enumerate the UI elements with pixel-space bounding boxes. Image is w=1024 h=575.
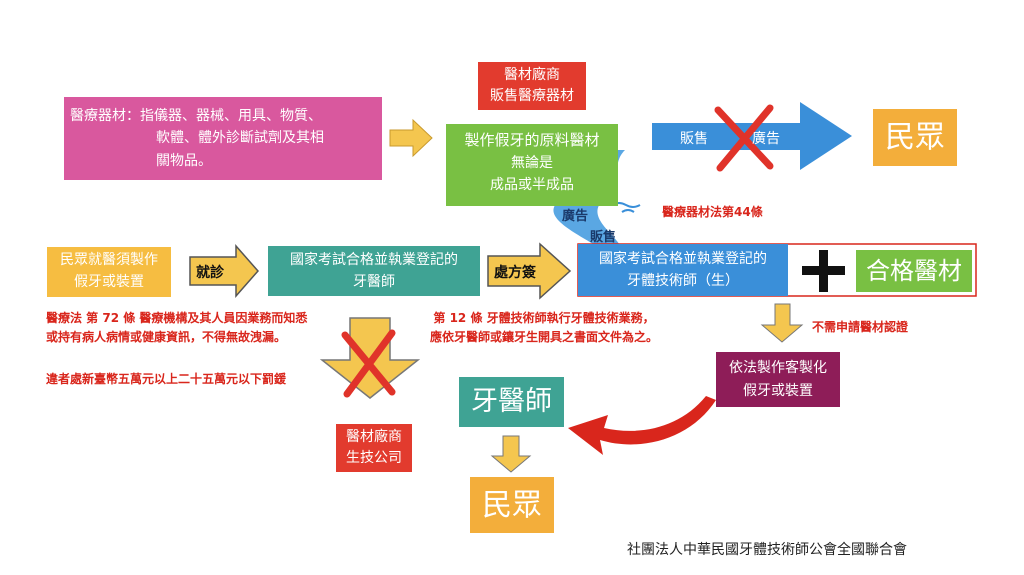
arrow-down-dentist	[490, 435, 532, 473]
river-sell-label: 販售	[590, 230, 617, 245]
custom-made-line1: 依法製作客製化	[729, 360, 827, 377]
public-need-line1: 民眾就醫須製作	[60, 252, 158, 269]
arrow-down-technician	[760, 303, 804, 343]
device-def-line2: 軟體、體外診斷試劑及其相	[156, 130, 324, 147]
no-register-note: 不需申請醫材認證	[812, 320, 909, 334]
technician-exam-line1: 國家考試合格並執業登記的	[599, 250, 767, 267]
dentist-exam-line2: 牙醫師	[353, 274, 395, 290]
cross-sell-icon	[714, 104, 774, 172]
technician-exam-line2: 牙體技術師（生）	[627, 273, 739, 289]
vendor-top-line1: 醫材廠商	[504, 67, 560, 83]
public-top-box: 民眾	[873, 109, 957, 166]
device-def-line3: 關物品。	[156, 152, 212, 169]
dentist-exam-box: 國家考試合格並執業登記的 牙醫師	[268, 246, 480, 296]
device-def-line1: 醫療器材：指儀器、器械、用具、物質、	[70, 107, 322, 124]
cross-down-icon	[341, 329, 396, 398]
curved-red-arrow	[568, 396, 716, 455]
public-top-text: 民眾	[885, 120, 945, 155]
penalty-note: 違者處新臺幣五萬元以上二十五萬元以下罰鍰	[46, 372, 287, 386]
vendor-bottom-box: 醫材廠商 生技公司	[336, 424, 412, 472]
vendor-bottom-line1: 醫材廠商	[346, 429, 402, 445]
arrow-visit	[189, 244, 259, 298]
medical-law-line2: 或持有病人病情或健康資訊，不得無故洩漏。	[46, 329, 287, 344]
medical-law-note: 醫療法 第 72 條 醫療機構及其人員因業務而知悉 或持有病人病情或健康資訊，不…	[46, 309, 307, 346]
qualified-device-box: 合格醫材	[856, 250, 972, 292]
qualified-device-text: 合格醫材	[866, 257, 962, 285]
public-need-box: 民眾就醫須製作 假牙或裝置	[47, 247, 171, 297]
footer-org: 社團法人中華民國牙體技術師公會全國聯合會	[627, 542, 907, 558]
raw-material-box: 製作假牙的原料醫材 無論是 成品或半成品	[446, 124, 618, 206]
public-need-line2: 假牙或裝置	[74, 274, 144, 290]
raw-material-line2: 成品或半成品	[490, 177, 574, 194]
vendor-bottom-line2: 生技公司	[346, 450, 402, 466]
public-bottom-box: 民眾	[470, 477, 554, 533]
vendor-top-box: 醫材廠商 販售醫療器材	[478, 62, 586, 110]
blue-sell-arrow	[652, 102, 852, 170]
vendor-top-line2: 販售醫療器材	[490, 88, 574, 104]
river-wave-4	[621, 209, 635, 213]
device-definition-box: 醫療器材：指儀器、器械、用具、物質、 軟體、體外診斷試劑及其相 關物品。	[64, 97, 382, 180]
article12-line1: 第 12 條 牙體技術師執行牙體技術業務，	[433, 311, 655, 325]
dentist-big-text: 牙醫師	[471, 385, 552, 417]
article12-note: 第 12 條 牙體技術師執行牙體技術業務， 應依牙醫師或鑲牙生開具之書面文件為之…	[430, 309, 658, 346]
article44-note: 醫療器材法第44條	[662, 205, 763, 219]
arrow-def-to-raw	[389, 118, 433, 158]
prescription-label: 處方簽	[494, 265, 536, 281]
public-bottom-text: 民眾	[482, 487, 542, 523]
article12-line2: 應依牙醫師或鑲牙生開具之書面文件為之。	[430, 329, 659, 344]
advertise-label: 廣告	[752, 131, 780, 147]
raw-material-line1: 無論是	[511, 155, 553, 171]
medical-law-line1: 醫療法 第 72 條 醫療機構及其人員因業務而知悉	[46, 311, 308, 325]
sell-label: 販售	[680, 131, 708, 147]
dentist-big-box: 牙醫師	[459, 377, 564, 427]
raw-material-title: 製作假牙的原料醫材	[464, 131, 600, 149]
arrow-prescription	[487, 242, 572, 300]
visit-label: 就診	[196, 265, 224, 281]
river-ad-label: 廣告	[562, 209, 589, 224]
custom-made-line2: 假牙或裝置	[743, 382, 813, 399]
plus-icon	[802, 250, 845, 292]
technician-exam-box: 國家考試合格並執業登記的 牙體技術師（生）	[578, 244, 788, 296]
dentist-exam-line1: 國家考試合格並執業登記的	[290, 251, 458, 268]
custom-made-box: 依法製作客製化 假牙或裝置	[716, 352, 840, 407]
